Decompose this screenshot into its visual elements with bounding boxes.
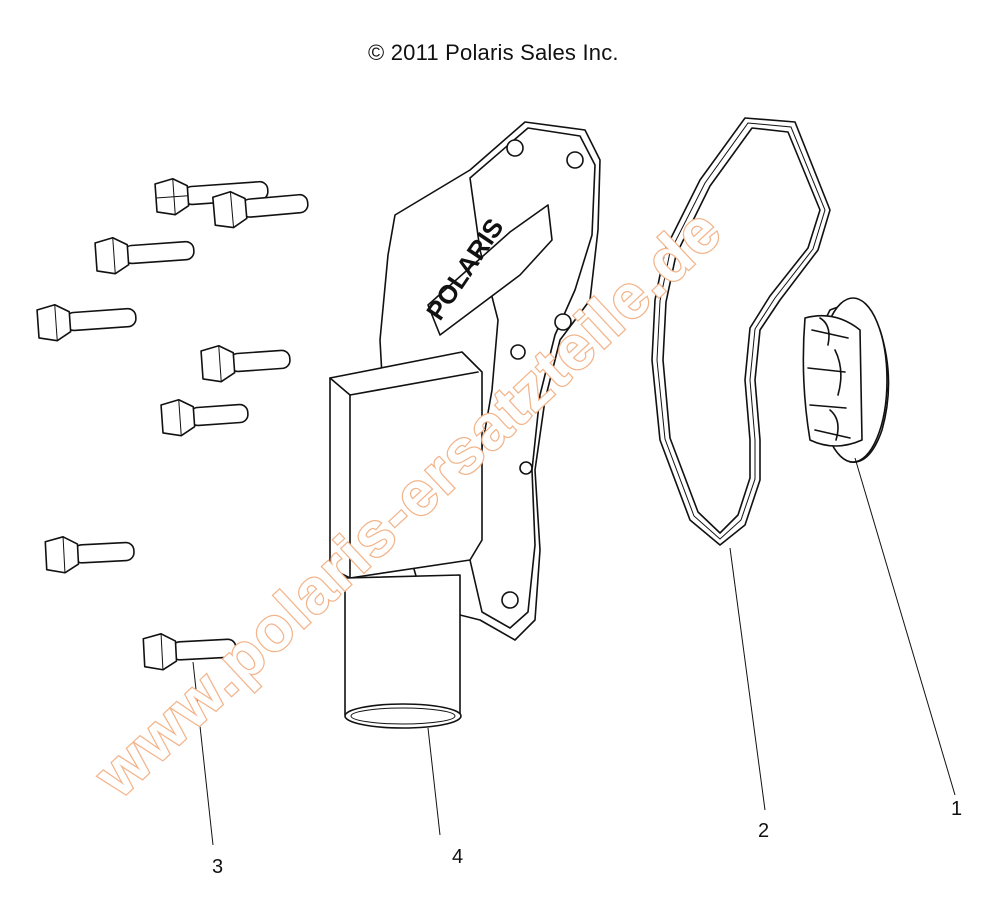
callout-4: 4 <box>452 846 464 868</box>
leader-line-3 <box>192 661 214 846</box>
bolt-6 <box>160 398 249 437</box>
bolt-2 <box>212 190 309 229</box>
bolt-5 <box>200 344 291 383</box>
bolt-7 <box>44 536 135 574</box>
copyright-notice: © 2011 Polaris Sales Inc. <box>368 40 619 65</box>
pump-cover: POLARIS <box>329 121 601 729</box>
leader-line-2 <box>729 547 766 811</box>
bolt-8 <box>142 633 237 671</box>
leader-line-4 <box>427 727 441 836</box>
bolt-4 <box>36 303 137 342</box>
callout-3: 3 <box>212 856 224 878</box>
bolt-3 <box>94 236 195 275</box>
gasket <box>651 117 831 546</box>
callout-2: 2 <box>758 820 770 842</box>
impeller <box>802 297 890 463</box>
callout-1: 1 <box>951 798 963 820</box>
leader-line-1 <box>854 457 956 796</box>
